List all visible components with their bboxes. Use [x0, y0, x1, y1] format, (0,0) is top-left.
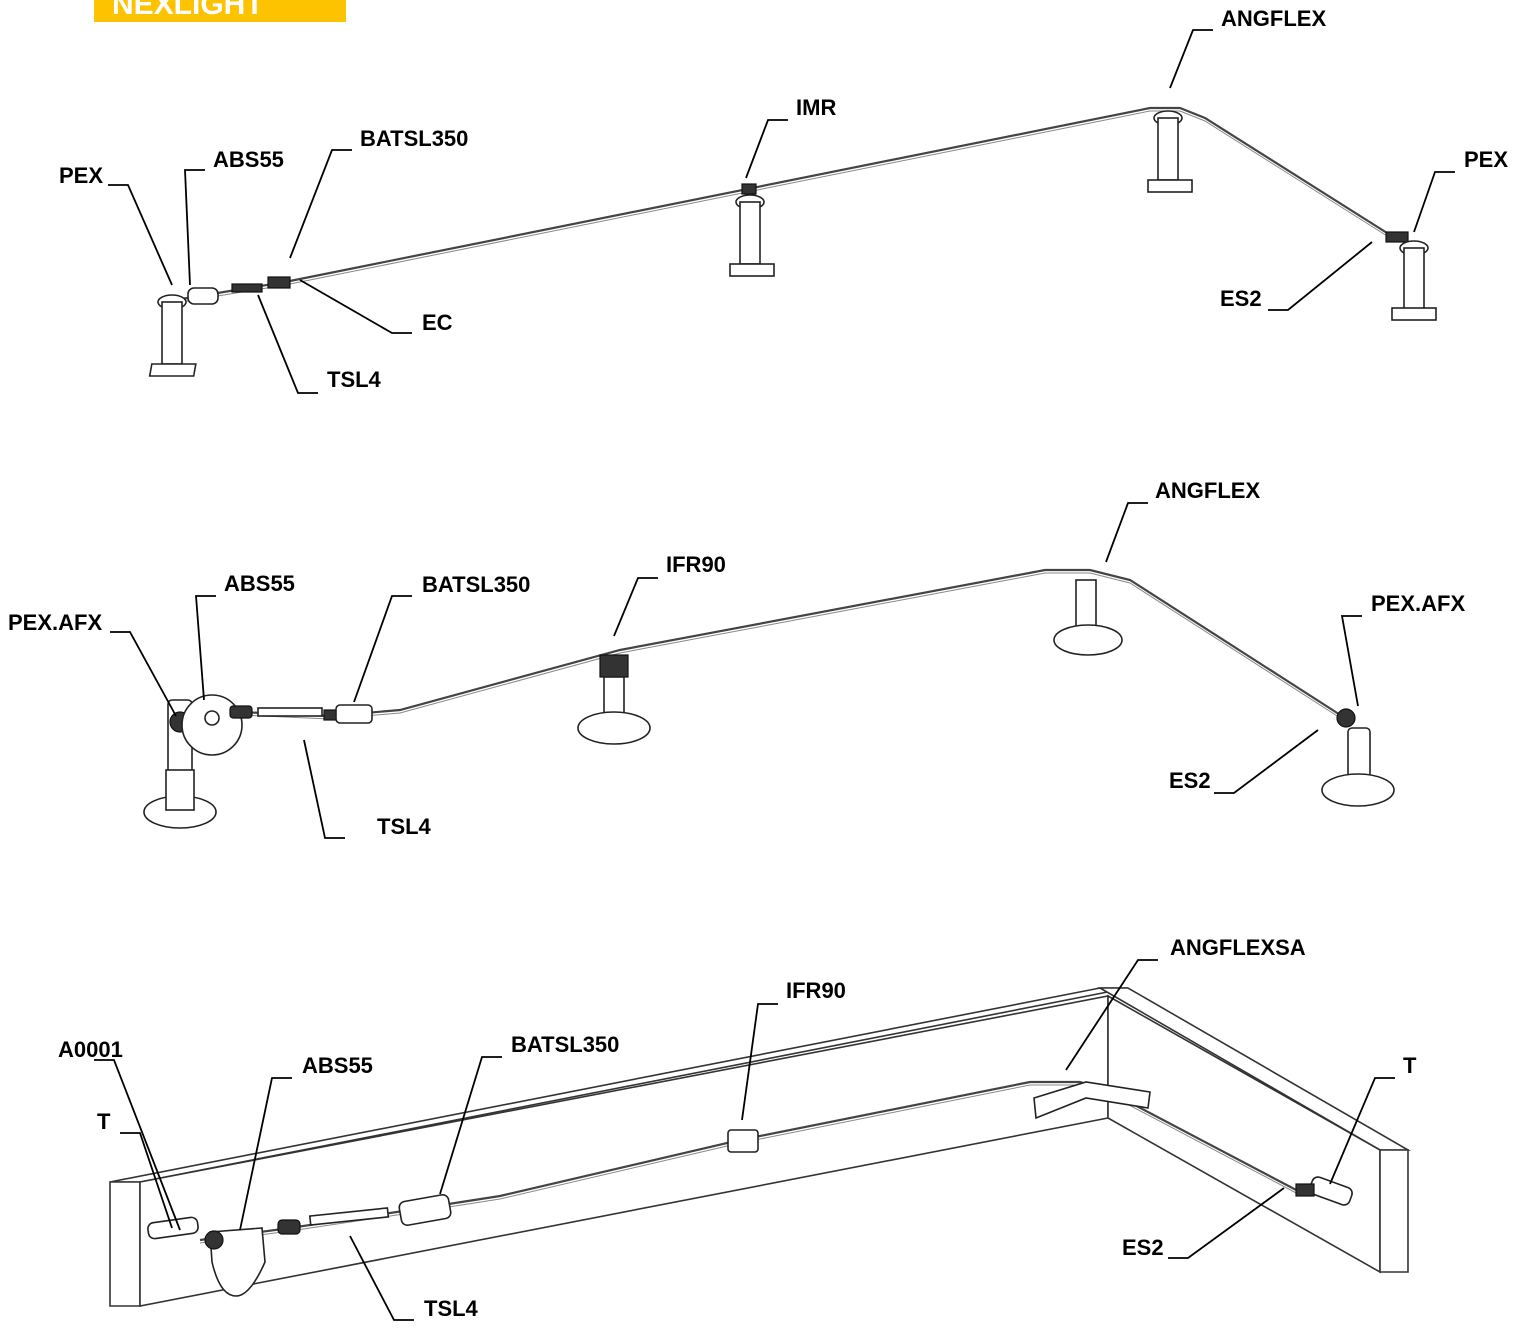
label-angflex: ANGFLEX — [1221, 6, 1326, 31]
post-angflex — [1053, 579, 1123, 656]
leader-t-right — [1329, 1077, 1395, 1185]
leader-angflexsa — [1065, 959, 1158, 1071]
label-pex-afx-right: PEX.AFX — [1371, 591, 1465, 616]
wall-beam — [109, 987, 1411, 1307]
label-es2: ES2 — [1220, 286, 1262, 311]
label-ec: EC — [422, 310, 453, 335]
label-t-left: T — [97, 1109, 111, 1134]
batsl350-terminal — [267, 276, 291, 289]
leader-tsl4 — [303, 739, 345, 839]
header-badge: NEXLIGHT — [94, 0, 346, 22]
label-pex-left: PEX — [59, 163, 103, 188]
post-pex-afx-right — [1321, 708, 1395, 807]
label-batsl350: BATSL350 — [360, 126, 468, 151]
leader-ifr90 — [741, 1003, 778, 1121]
angflexsa-bracket — [1033, 1081, 1151, 1120]
label-tsl4: TSL4 — [424, 1296, 479, 1321]
label-batsl350: BATSL350 — [422, 572, 530, 597]
label-es2: ES2 — [1122, 1235, 1164, 1260]
label-pex-right: PEX — [1464, 147, 1508, 172]
leader-pex-afx-left — [110, 631, 177, 717]
label-batsl350: BATSL350 — [511, 1032, 619, 1057]
leader-abs55 — [184, 169, 205, 286]
label-t-right: T — [1403, 1053, 1417, 1078]
lifeline-cable — [239, 568, 1346, 719]
diagram-rooftop-pex-afx: PEX.AFX ABS55 BATSL350 IFR90 ANGFLEX PEX… — [8, 478, 1465, 839]
anchor-t-right — [1295, 1176, 1353, 1206]
leader-es2 — [1268, 241, 1373, 311]
label-abs55: ABS55 — [224, 571, 295, 596]
post-imr — [729, 183, 775, 277]
post-pex-right — [1385, 231, 1437, 321]
label-abs55: ABS55 — [302, 1053, 373, 1078]
batsl350-terminal — [398, 1193, 452, 1227]
leader-tsl4 — [257, 294, 318, 394]
label-es2: ES2 — [1169, 768, 1211, 793]
diagram-rooftop-pex: PEX ABS55 BATSL350 IMR ANGFLEX PEX EC TS… — [59, 6, 1508, 394]
leader-es2 — [1214, 729, 1319, 794]
label-angflex: ANGFLEX — [1155, 478, 1260, 503]
label-ifr90: IFR90 — [666, 552, 726, 577]
leader-tsl4 — [349, 1235, 414, 1321]
abs55-absorber — [187, 287, 219, 305]
tsl4-turnbuckle — [231, 283, 263, 293]
batsl350-terminal — [335, 704, 373, 724]
leader-pex-right — [1413, 171, 1455, 233]
abs55-absorber — [204, 1227, 266, 1297]
header-badge-box — [94, 0, 346, 22]
lifeline-cable — [174, 106, 1396, 302]
leader-batsl350 — [439, 1056, 502, 1195]
label-ifr90: IFR90 — [786, 978, 846, 1003]
leader-pex-afx-right — [1340, 615, 1362, 707]
leader-t-left — [120, 1132, 173, 1229]
leader-angflex — [1105, 502, 1148, 563]
tsl4-turnbuckle — [229, 705, 343, 721]
leader-abs55 — [239, 1077, 292, 1231]
leader-imr — [745, 119, 788, 179]
anchor-t-left — [147, 1216, 199, 1240]
label-abs55: ABS55 — [213, 147, 284, 172]
abs55-absorber — [181, 694, 243, 756]
tsl4-turnbuckle — [277, 1207, 390, 1235]
label-pex-afx-left: PEX.AFX — [8, 610, 102, 635]
leader-batsl350 — [289, 149, 352, 259]
diagram-wall-mounted: A0001 T ABS55 BATSL350 IFR90 ANGFLEXSA T… — [58, 935, 1417, 1321]
leader-batsl350 — [353, 595, 412, 703]
post-pex-left — [148, 294, 197, 377]
label-angflexsa: ANGFLEXSA — [1170, 935, 1306, 960]
post-ifr90 — [577, 654, 651, 745]
header-badge-text: NEXLIGHT — [112, 0, 264, 21]
post-pex-afx-left — [143, 699, 217, 829]
leader-abs55 — [195, 595, 216, 701]
label-imr: IMR — [796, 95, 836, 120]
post-angflex — [1147, 110, 1193, 193]
leader-ec — [299, 279, 412, 334]
leader-angflex — [1169, 29, 1213, 89]
leader-es2 — [1168, 1187, 1285, 1259]
leader-pex-left — [108, 184, 173, 286]
leader-a0001 — [94, 1059, 181, 1231]
ifr90-bracket — [727, 1129, 759, 1153]
label-tsl4: TSL4 — [327, 367, 382, 392]
leader-ifr90 — [613, 577, 658, 637]
label-a0001: A0001 — [58, 1037, 123, 1062]
label-tsl4: TSL4 — [377, 814, 432, 839]
